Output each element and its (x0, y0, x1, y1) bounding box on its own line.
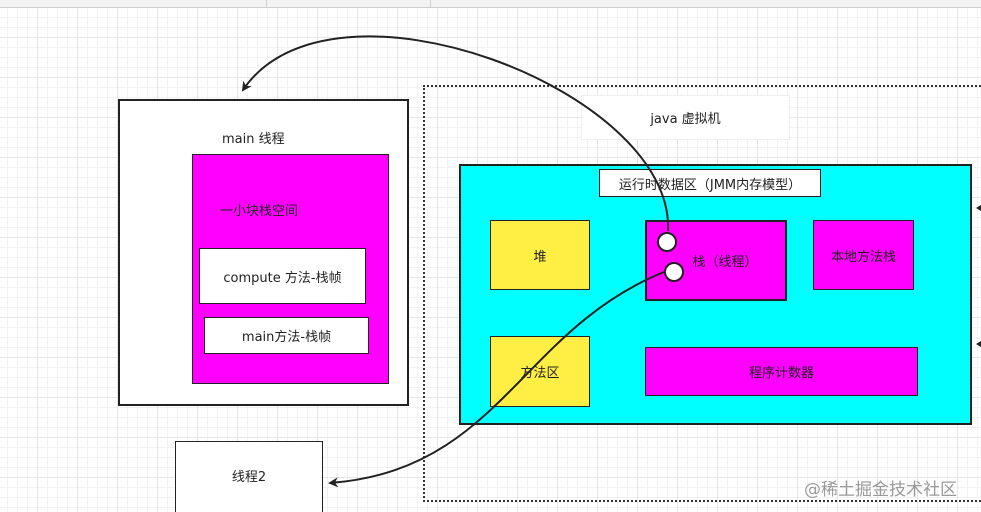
program-counter-box: 程序计数器 (645, 347, 918, 396)
top-toolbar-strip (0, 0, 981, 8)
stack-space-label: 一小块栈空间 (220, 204, 299, 219)
heap-box: 堆 (490, 220, 590, 290)
watermark: @稀土掘金技术社区 (804, 480, 957, 500)
stack-connector-top (657, 232, 677, 252)
method-area-box: 方法区 (490, 336, 590, 407)
main-frame-box: main方法-栈帧 (204, 317, 369, 354)
stack-connector-bottom (664, 262, 684, 282)
thread2-label: 线程2 (231, 470, 267, 485)
stack-box: 栈（线程） (645, 220, 787, 301)
runtime-area-label: 运行时数据区（JMM内存模型） (599, 169, 821, 197)
native-method-stack-box: 本地方法栈 (813, 220, 914, 290)
jvm-title-box: java 虚拟机 (581, 95, 790, 140)
thread2-box: 线程2 (175, 441, 323, 512)
compute-frame-box: compute 方法-栈帧 (199, 248, 366, 304)
main-thread-title: main 线程 (222, 132, 285, 147)
stack-label: 栈（线程） (692, 255, 758, 270)
